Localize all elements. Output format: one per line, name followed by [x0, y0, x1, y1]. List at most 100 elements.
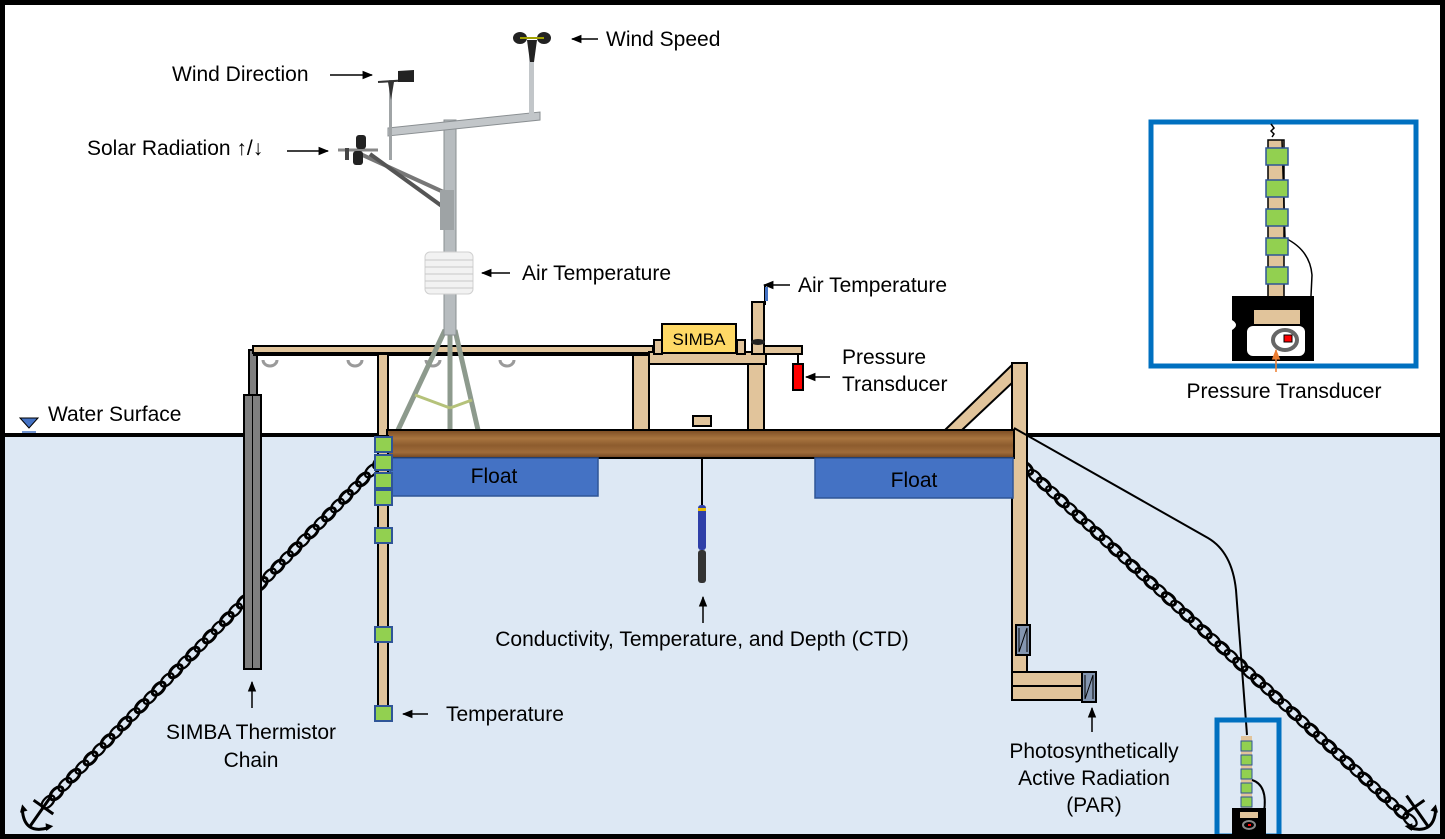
chain-link: [1339, 754, 1356, 771]
anchor-icon-left: [20, 794, 55, 832]
chain-link: [1357, 771, 1374, 787]
chain-link: [184, 645, 201, 662]
chain-link: [1285, 705, 1303, 722]
inset-pressure-transducer-label: Pressure Transducer: [1187, 380, 1382, 403]
par-label-3: (PAR): [1066, 794, 1122, 817]
chain-link: [1035, 476, 1052, 493]
chain-link: [99, 732, 116, 750]
chain-link: [176, 654, 192, 671]
temperature-sensor: [374, 705, 393, 722]
chain-link: [286, 541, 303, 558]
air-temperature-deck-label: Air Temperature: [798, 274, 947, 297]
chain-link: [1295, 714, 1311, 730]
simba-box: SIMBA: [661, 323, 737, 354]
mooring-chain-right: [1017, 460, 1418, 828]
chain-link: [74, 759, 90, 775]
chain-link: [1027, 468, 1043, 484]
chain-link: [1142, 574, 1160, 591]
chain-link: [1098, 534, 1115, 550]
par-label-1: Photosynthetically: [1009, 740, 1179, 763]
chain-link: [1259, 681, 1275, 697]
chain-link: [108, 724, 124, 740]
deck: [386, 429, 1015, 459]
chain-link: [1348, 763, 1365, 779]
upper-rail: [252, 345, 654, 368]
chain-link: [1223, 648, 1240, 664]
chain-link: [167, 663, 184, 680]
inset-pressure-transducer: [1148, 119, 1419, 369]
chain-link: [1125, 558, 1142, 575]
chain-link: [1384, 796, 1400, 812]
chain-link: [201, 628, 218, 645]
chain-link: [1214, 640, 1231, 656]
temperature-sensor: [374, 454, 393, 471]
simba-box-label: SIMBA: [673, 330, 727, 349]
simba-thermistor-chain: [243, 349, 262, 670]
chain-link: [1134, 566, 1150, 582]
bottom-pressure-transducer-box: [1214, 717, 1282, 834]
chain-link: [1366, 779, 1383, 795]
float-right-label: Float: [891, 469, 938, 492]
ctd-label: Conductivity, Temperature, and Depth (CT…: [495, 628, 909, 651]
chain-link: [133, 698, 150, 715]
chain-link: [1170, 599, 1186, 615]
chain-link: [1062, 501, 1079, 517]
chain-link: [159, 672, 175, 688]
chain-link: [1232, 656, 1249, 673]
chain-link: [1053, 492, 1070, 509]
temperature-sensor: [374, 436, 393, 453]
chain-link: [1241, 665, 1257, 681]
chain-link: [355, 471, 371, 488]
solar-radiation-sensor: [338, 135, 378, 165]
temperature-sensor: [374, 472, 393, 489]
bottom-sensor-cable: [1013, 427, 1248, 736]
air-temperature-tower-label: Air Temperature: [522, 262, 671, 285]
ctd-sensor: [698, 458, 706, 583]
chain-link: [1107, 542, 1124, 558]
chain-link: [261, 567, 277, 583]
par-sensor-upper: [1015, 624, 1031, 656]
chain-link: [1303, 722, 1320, 738]
chain-link: [1089, 525, 1106, 542]
solar-radiation-label: Solar Radiation ↑/↓: [87, 137, 263, 160]
simba-chain-label-1: SIMBA Thermistor: [166, 721, 336, 744]
wind-direction-label: Wind Direction: [172, 63, 309, 86]
chain-link: [210, 620, 226, 636]
chain-link: [1071, 509, 1088, 525]
par-label-2: Active Radiation: [1018, 767, 1170, 790]
chain-link: [1250, 672, 1267, 689]
chain-link: [1045, 485, 1061, 501]
float-left-label: Float: [471, 465, 518, 488]
chain-link: [1392, 803, 1410, 820]
wind-speed-sensor: [513, 32, 551, 62]
water-surface-label: Water Surface: [48, 403, 181, 426]
temperature-sensor: [374, 626, 393, 643]
float-left: Float: [389, 457, 599, 497]
temperature-label: Temperature: [446, 703, 564, 726]
chain-link: [142, 689, 158, 706]
chain-link: [1402, 812, 1418, 828]
chain-link: [1187, 616, 1204, 631]
chain-link: [150, 680, 167, 697]
deck-pressure-transducer-label-2: Transducer: [842, 373, 947, 396]
chain-link: [1178, 607, 1195, 624]
temperature-sensor: [374, 527, 393, 544]
chain-link: [91, 742, 107, 758]
deck-pressure-transducer-label-1: Pressure: [842, 346, 926, 369]
chain-link: [312, 515, 328, 531]
chain-link: [337, 488, 354, 505]
chain-link: [1080, 517, 1097, 533]
chain-link: [218, 610, 235, 627]
chain-link: [303, 523, 320, 540]
temperature-sensor: [374, 489, 393, 506]
chain-link: [1375, 787, 1392, 804]
anchor-icon-right: [1403, 794, 1438, 832]
deck-pressure-transducer: [792, 354, 804, 391]
chain-link: [1196, 623, 1213, 640]
chain-link: [278, 550, 294, 566]
wind-direction-sensor: [377, 70, 414, 100]
chain-link: [1321, 738, 1338, 755]
diagram-frame: Water Surface: [5, 5, 1440, 834]
air-temperature-shield: [424, 251, 474, 295]
